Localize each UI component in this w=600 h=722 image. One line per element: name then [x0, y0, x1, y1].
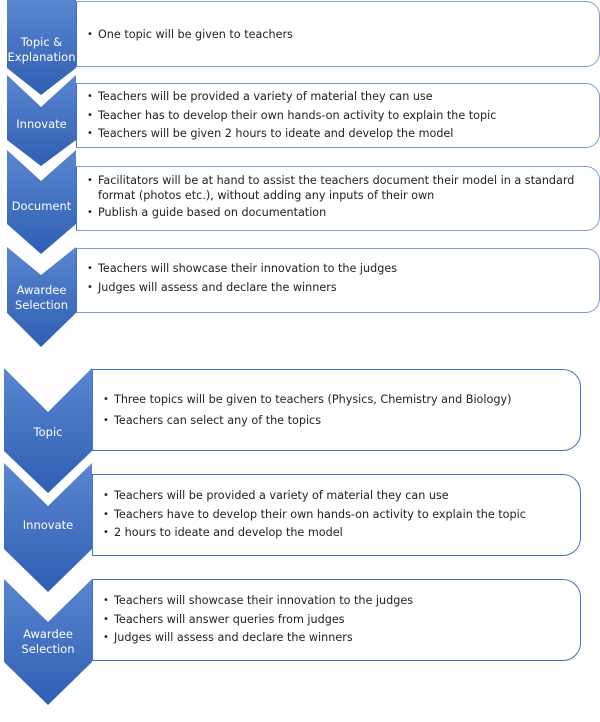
step-label-awardee-selection: Awardee Selection — [4, 627, 92, 657]
chevron-step-b1 — [4, 368, 92, 493]
bullet-item: Teachers will be provided a variety of m… — [87, 90, 593, 105]
bullet-item: Three topics will be given to teachers (… — [103, 393, 574, 408]
step-box-awardee-selection: Teachers will showcase their innovation … — [92, 579, 581, 661]
step-box-topic: Three topics will be given to teachers (… — [92, 369, 581, 451]
step-label-topic-explanation: Topic & Explanation — [7, 35, 76, 65]
step-box-document: Facilitators will be at hand to assist t… — [76, 166, 600, 231]
bullet-item: Teachers will showcase their innovation … — [103, 594, 574, 609]
label-line: Awardee — [23, 627, 73, 641]
label-line: Awardee — [16, 283, 67, 297]
bullet-item: Teachers have to develop their own hands… — [103, 508, 574, 523]
label-line: Document — [11, 199, 72, 213]
bullet-item: Facilitators will be at hand to assist t… — [87, 174, 593, 203]
bullet-item: 2 hours to ideate and develop the model — [103, 526, 574, 541]
chevron-step-a1 — [7, 0, 76, 95]
bullet-item: Teacher has to develop their own hands-o… — [87, 109, 593, 124]
step-label-innovate: Innovate — [7, 117, 76, 132]
label-line: Selection — [15, 298, 68, 312]
label-line: Innovate — [22, 518, 74, 532]
label-line: Explanation — [7, 50, 76, 64]
bullet-item: Publish a guide based on documentation — [87, 206, 593, 221]
step-box-innovate: Teachers will be provided a variety of m… — [92, 474, 581, 556]
chevron-step-a2 — [7, 75, 76, 166]
chevron-step-b2 — [4, 463, 92, 592]
chevron-step-a3 — [7, 150, 76, 254]
bullet-item: Teachers will be provided a variety of m… — [103, 489, 574, 504]
bullet-item: Judges will assess and declare the winne… — [87, 281, 593, 296]
step-label-topic: Topic — [4, 425, 92, 440]
chevron-step-a4 — [7, 247, 76, 347]
label-line: Topic & — [20, 35, 63, 49]
label-line: Topic — [33, 425, 63, 439]
step-label-innovate: Innovate — [4, 518, 92, 533]
bullet-item: One topic will be given to teachers — [87, 28, 593, 43]
chevron-step-b3 — [4, 579, 92, 705]
label-line: Innovate — [16, 117, 67, 131]
step-label-document: Document — [7, 199, 76, 214]
step-box-topic-explanation: One topic will be given to teachers — [76, 1, 600, 67]
label-line: Selection — [21, 642, 75, 656]
bullet-item: Teachers will answer queries from judges — [103, 613, 574, 628]
bullet-item: Teachers will showcase their innovation … — [87, 262, 593, 277]
step-label-awardee-selection: Awardee Selection — [7, 283, 76, 313]
bullet-item: Teachers will be given 2 hours to ideate… — [87, 127, 593, 142]
step-box-awardee-selection: Teachers will showcase their innovation … — [76, 248, 600, 313]
bullet-item: Teachers can select any of the topics — [103, 414, 574, 429]
step-box-innovate: Teachers will be provided a variety of m… — [76, 83, 600, 148]
bullet-item: Judges will assess and declare the winne… — [103, 631, 574, 646]
